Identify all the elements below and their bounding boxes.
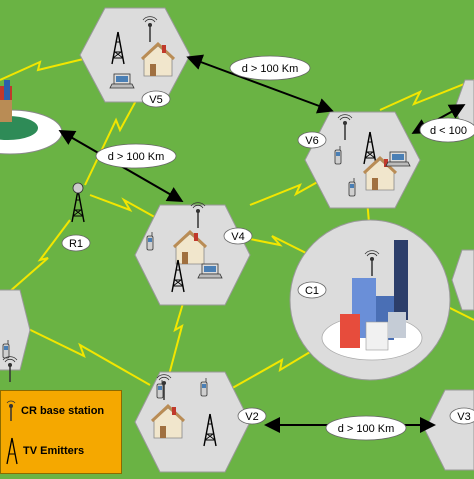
link-r1-v4	[89, 194, 161, 221]
distance-label-top: d > 100 Km	[229, 55, 311, 81]
node-r1: R1	[61, 182, 91, 252]
legend-label-tv-emitters: TV Emitters	[23, 445, 85, 457]
node-label-v6: V6	[305, 135, 318, 147]
distance-text-left: d > 100 Km	[108, 151, 165, 163]
node-label-v3: V3	[457, 411, 470, 423]
node-label-v5: V5	[149, 94, 162, 106]
legend: CR base station TV Emitters	[0, 390, 122, 474]
link-r1-v1	[0, 219, 71, 301]
cell-v4: V4	[134, 201, 253, 306]
node-label-v4: V4	[231, 231, 244, 243]
link-v2-v1	[9, 319, 151, 386]
cell-c1: C1	[289, 219, 451, 381]
cell-v1-top	[0, 80, 63, 155]
node-label-v2: V2	[245, 411, 258, 423]
distance-text-top: d > 100 Km	[242, 63, 299, 75]
link-v4-v6	[249, 174, 331, 206]
cell-v1-bottom	[0, 289, 31, 383]
node-label-r1: R1	[69, 238, 83, 250]
cell-v5: V5	[79, 7, 191, 108]
legend-item-cr-base-station: CR base station	[5, 399, 104, 423]
link-v1-v5	[0, 54, 101, 81]
cell-right-mid	[451, 249, 474, 311]
cell-v2: V2	[134, 371, 267, 473]
distance-text-bottom: d > 100 Km	[338, 423, 395, 435]
link-v4-c1	[229, 234, 331, 266]
legend-label-cr-base-station: CR base station	[21, 405, 105, 417]
link-c1-v2	[219, 339, 331, 396]
cell-v3: V3	[424, 389, 474, 471]
tv-emitter-icon	[6, 437, 18, 465]
legend-item-tv-emitters: TV Emitters	[5, 437, 84, 465]
distance-label-right: d < 100	[419, 117, 474, 143]
node-label-c1: C1	[305, 285, 319, 297]
distance-label-bottom: d > 100 Km	[325, 415, 407, 441]
link-arrow-top	[186, 54, 334, 114]
distance-label-left: d > 100 Km	[95, 143, 177, 169]
link-v6-edge	[379, 79, 474, 111]
distance-text-right: d < 100	[430, 125, 467, 137]
cr-base-station-icon	[6, 400, 16, 421]
cell-v6: V6	[297, 111, 421, 209]
